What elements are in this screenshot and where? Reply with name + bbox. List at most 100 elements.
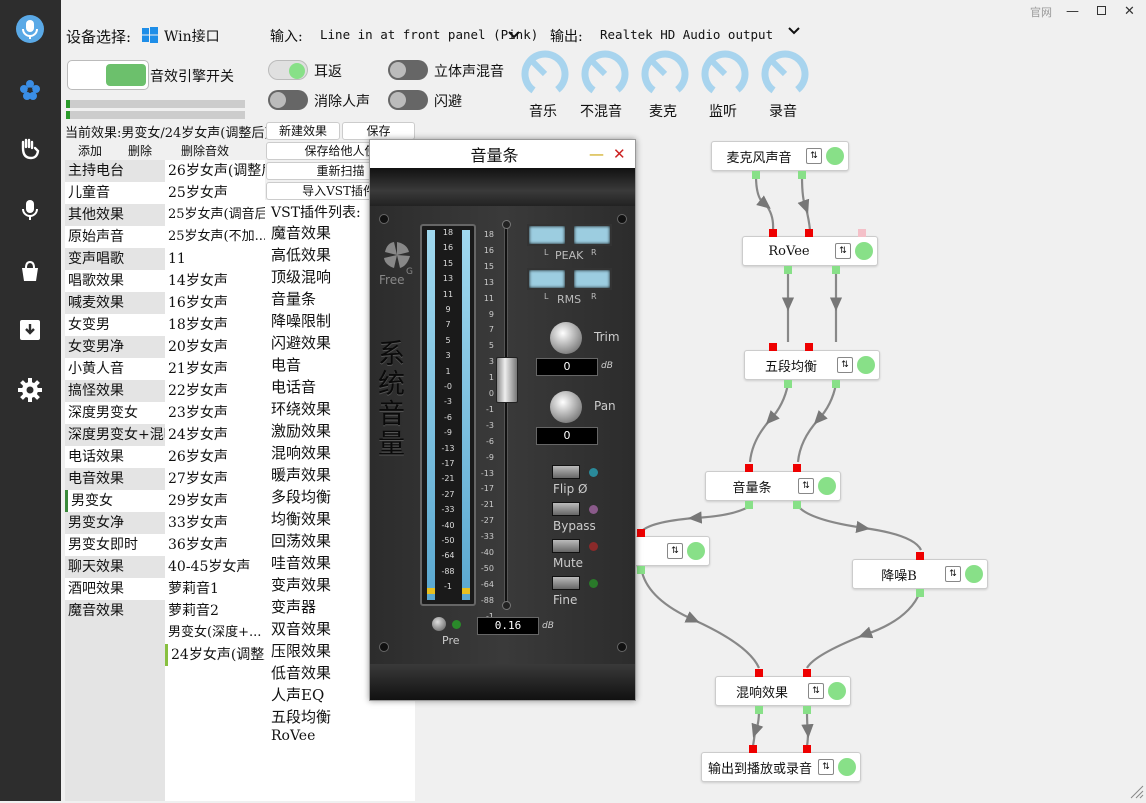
stereo-mix-toggle[interactable] bbox=[388, 60, 428, 80]
node-enable-toggle[interactable] bbox=[965, 565, 983, 583]
preset-item[interactable]: 24岁女声(调整后) bbox=[165, 644, 265, 666]
volume-window-minimize-button[interactable]: — bbox=[589, 145, 604, 163]
pan-value[interactable]: 0 bbox=[536, 427, 598, 445]
output-pin[interactable] bbox=[637, 566, 645, 574]
node-settings-icon[interactable]: ⇅ bbox=[808, 683, 824, 699]
preset-item[interactable]: 26岁女声(调整后) bbox=[168, 163, 265, 179]
vst-item[interactable]: 环绕效果 bbox=[271, 400, 332, 418]
pre-button[interactable] bbox=[432, 617, 446, 631]
category-item[interactable]: 深度男变女 bbox=[65, 402, 165, 424]
node-enable-toggle[interactable] bbox=[826, 147, 844, 165]
node-settings-icon[interactable]: ⇅ bbox=[837, 357, 853, 373]
category-item[interactable]: 深度男变女+混响 bbox=[65, 424, 165, 446]
preset-item[interactable]: 萝莉音1 bbox=[168, 581, 219, 597]
category-item[interactable]: 喊麦效果 bbox=[65, 292, 165, 314]
vst-item[interactable]: 闪避效果 bbox=[271, 334, 332, 352]
node-eq5[interactable]: 五段均衡⇅ bbox=[744, 350, 880, 380]
vst-item[interactable]: RoVee bbox=[271, 728, 316, 744]
category-item[interactable]: 男变女即时 bbox=[65, 534, 165, 556]
input-pin[interactable] bbox=[803, 669, 811, 677]
node-enable-toggle[interactable] bbox=[818, 477, 836, 495]
preset-item[interactable]: 20岁女声 bbox=[168, 339, 228, 355]
vst-item[interactable]: 均衡效果 bbox=[271, 510, 332, 528]
vst-item[interactable]: 人声EQ bbox=[271, 686, 325, 704]
delete-effect-button[interactable]: 删除 bbox=[128, 144, 153, 158]
mic-logo-icon[interactable] bbox=[13, 12, 47, 46]
vst-item[interactable]: 哇音效果 bbox=[271, 554, 332, 572]
fine-switch[interactable] bbox=[552, 576, 580, 590]
category-item[interactable]: 原始声音 bbox=[65, 226, 165, 248]
output-pin[interactable] bbox=[832, 380, 840, 388]
pan-knob[interactable] bbox=[550, 391, 582, 423]
node-enable-toggle[interactable] bbox=[838, 758, 856, 776]
output-select[interactable]: Realtek HD Audio output bbox=[600, 27, 774, 42]
ear-return-toggle[interactable] bbox=[268, 60, 308, 80]
close-button[interactable]: ✕ bbox=[1124, 4, 1135, 19]
vst-item[interactable]: 暖声效果 bbox=[271, 466, 332, 484]
output-pin[interactable] bbox=[752, 171, 760, 179]
node-settings-icon[interactable]: ⇅ bbox=[806, 148, 822, 164]
microphone-icon[interactable] bbox=[13, 193, 47, 227]
knob-2[interactable] bbox=[581, 50, 629, 98]
knob-5[interactable] bbox=[761, 50, 809, 98]
category-item[interactable]: 小黄人音 bbox=[65, 358, 165, 380]
category-item[interactable]: 主持电台 bbox=[65, 160, 165, 182]
preset-item[interactable]: 36岁女声 bbox=[168, 537, 228, 553]
node-rovee[interactable]: RoVee⇅ bbox=[742, 236, 878, 266]
node-enable-toggle[interactable] bbox=[828, 682, 846, 700]
save-button[interactable]: 保存 bbox=[342, 122, 415, 140]
vst-item[interactable]: 混响效果 bbox=[271, 444, 332, 462]
preset-item[interactable]: 33岁女声 bbox=[168, 515, 228, 531]
shop-bag-icon[interactable] bbox=[13, 254, 47, 288]
knob-1[interactable] bbox=[521, 50, 569, 98]
effects-flower-icon[interactable] bbox=[13, 73, 47, 107]
output-pin[interactable] bbox=[793, 501, 801, 509]
node-enable-toggle[interactable] bbox=[687, 542, 705, 560]
output-chevron-down-icon[interactable] bbox=[787, 24, 801, 39]
vst-item[interactable]: 多段均衡 bbox=[271, 488, 332, 506]
preset-item[interactable]: 25岁女声 bbox=[168, 185, 228, 201]
node-settings-icon[interactable]: ⇅ bbox=[945, 566, 961, 582]
node-settings-icon[interactable]: ⇅ bbox=[818, 759, 834, 775]
preset-item[interactable]: 萝莉音2 bbox=[168, 603, 219, 619]
node-enable-toggle[interactable] bbox=[857, 356, 875, 374]
node-mic[interactable]: 麦克风声音⇅ bbox=[711, 141, 849, 171]
category-item[interactable]: 男变女净 bbox=[65, 512, 165, 534]
category-item[interactable]: 搞怪效果 bbox=[65, 380, 165, 402]
category-item[interactable]: 魔音效果 bbox=[65, 600, 165, 622]
delete-sound-effect-button[interactable]: 删除音效 bbox=[181, 144, 230, 158]
vocal-remove-toggle[interactable] bbox=[268, 90, 308, 110]
ducking-toggle[interactable] bbox=[388, 90, 428, 110]
category-item[interactable]: 女变男 bbox=[65, 314, 165, 336]
hand-icon[interactable] bbox=[13, 132, 47, 166]
volume-window-close-button[interactable]: ✕ bbox=[613, 145, 626, 163]
node-settings-icon[interactable]: ⇅ bbox=[835, 243, 851, 259]
category-item[interactable]: 男变女 bbox=[65, 490, 165, 512]
output-pin[interactable] bbox=[755, 706, 763, 714]
input-chevron-down-icon[interactable] bbox=[507, 24, 521, 43]
output-pin[interactable] bbox=[803, 706, 811, 714]
preset-item[interactable]: 25岁女声(不加... bbox=[168, 229, 265, 244]
flip-switch[interactable] bbox=[552, 465, 580, 479]
input-select[interactable]: Line in at front panel (Pink) bbox=[320, 27, 539, 42]
trim-value[interactable]: 0 bbox=[536, 358, 598, 376]
input-pin[interactable] bbox=[745, 464, 753, 472]
input-pin[interactable] bbox=[769, 229, 777, 237]
category-item[interactable]: 唱歌效果 bbox=[65, 270, 165, 292]
knob-4[interactable] bbox=[701, 50, 749, 98]
node-vol[interactable]: 音量条⇅ bbox=[705, 471, 841, 501]
official-site-link[interactable]: 官网 bbox=[1030, 6, 1052, 19]
preset-item[interactable]: 40-45岁女声 bbox=[168, 559, 251, 575]
vst-item[interactable]: 电话音 bbox=[271, 378, 317, 396]
input-pin[interactable] bbox=[803, 745, 811, 753]
category-item[interactable]: 酒吧效果 bbox=[65, 578, 165, 600]
preset-item[interactable]: 11 bbox=[168, 251, 186, 267]
input-pin[interactable] bbox=[916, 552, 924, 560]
output-pin[interactable] bbox=[916, 589, 924, 597]
trim-knob[interactable] bbox=[550, 322, 582, 354]
vst-item[interactable]: 电音 bbox=[271, 356, 302, 374]
vst-item[interactable]: 降噪限制 bbox=[271, 312, 332, 330]
engine-switch[interactable] bbox=[67, 60, 149, 90]
node-denoise[interactable]: 降噪B⇅ bbox=[852, 559, 988, 589]
